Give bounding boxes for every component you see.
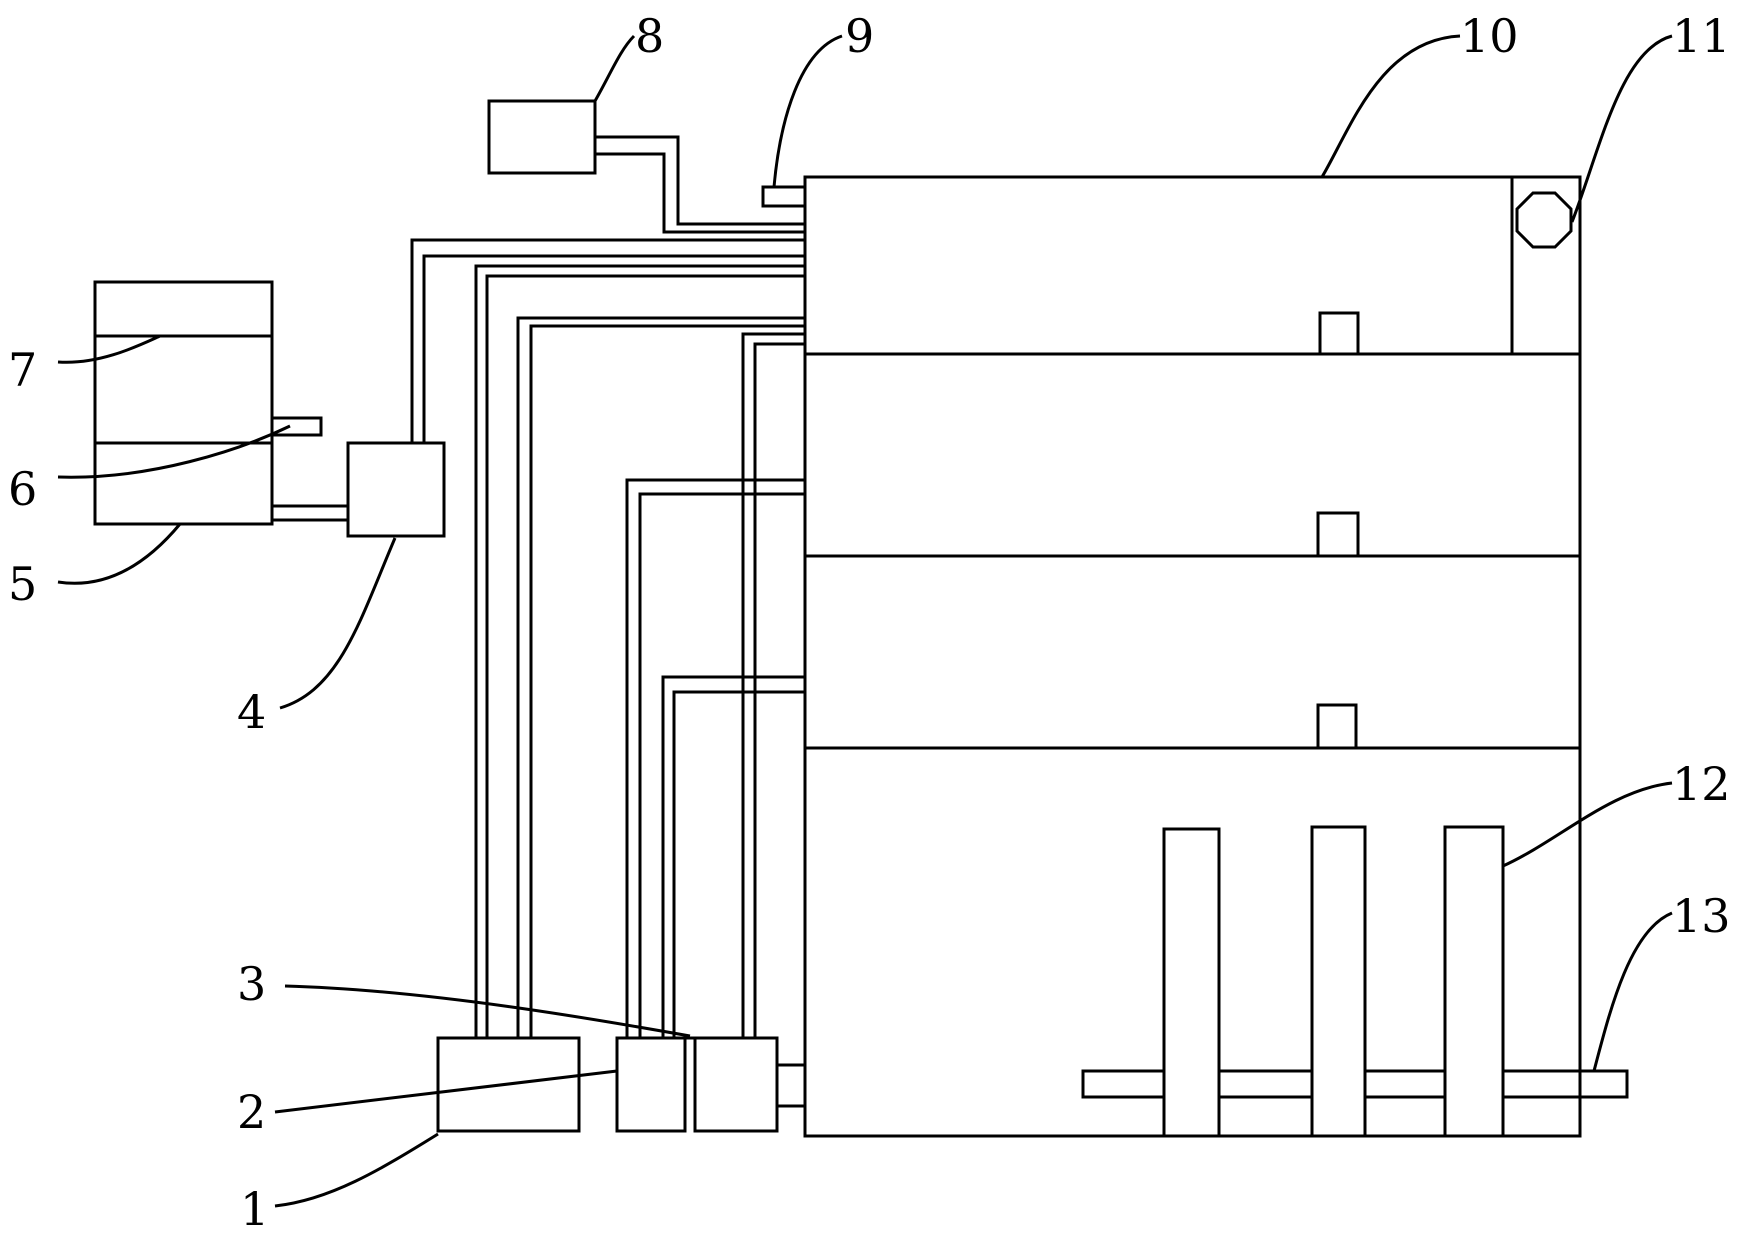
leader-2 (274, 1069, 618, 1114)
container-box (93, 280, 274, 526)
label-2: 2 (237, 1085, 266, 1139)
container-tab-6 (270, 416, 323, 437)
pipe-2-c (661, 675, 805, 1038)
leader-6 (57, 424, 291, 479)
leader-10 (1320, 34, 1461, 178)
pipe-2-a (625, 478, 805, 1038)
label-7: 7 (8, 343, 37, 397)
label-13: 13 (1672, 889, 1731, 943)
box-4 (346, 441, 446, 538)
box-1 (436, 1036, 581, 1133)
leader-1 (274, 1132, 439, 1208)
label-11: 11 (1672, 9, 1731, 63)
component-9 (761, 185, 807, 208)
pipe-3-b (753, 342, 805, 1038)
leader-8 (593, 34, 636, 102)
label-5: 5 (8, 557, 37, 611)
pipe-4-b (422, 254, 805, 443)
leader-11 (1570, 34, 1673, 223)
pipe-1-c (516, 316, 805, 1038)
label-3: 3 (237, 957, 266, 1011)
pipe-2-b (638, 492, 805, 1038)
label-6: 6 (8, 462, 37, 516)
pipe-1-a (474, 264, 805, 1038)
box-8 (487, 99, 597, 175)
box-3 (693, 1036, 779, 1133)
shelf-block-1 (1318, 311, 1360, 356)
pipe-3-a (741, 332, 805, 1038)
upright-3 (1443, 825, 1505, 1138)
label-8: 8 (635, 9, 664, 63)
shelf-block-2 (1316, 511, 1360, 558)
box-2 (615, 1036, 687, 1133)
label-9: 9 (845, 9, 874, 63)
leader-12 (1502, 781, 1673, 868)
label-1: 1 (240, 1182, 269, 1233)
leader-4 (279, 537, 397, 710)
upright-2 (1310, 825, 1367, 1138)
pipe-1-b (485, 274, 805, 1038)
pipe-1-d (529, 324, 805, 1038)
label-12: 12 (1672, 757, 1731, 811)
label-10: 10 (1460, 9, 1519, 63)
upright-1 (1162, 827, 1221, 1138)
leader-13 (1592, 911, 1673, 1072)
shelf-block-3 (1316, 703, 1358, 750)
label-4: 4 (237, 685, 266, 739)
leader-7 (57, 334, 161, 364)
round-component (1515, 191, 1573, 249)
leader-5 (57, 523, 182, 585)
leader-9 (772, 34, 843, 188)
leader-3 (284, 984, 691, 1038)
pipe-8-b (595, 152, 805, 234)
pipe-8-a (595, 135, 805, 226)
pipe-2-d (672, 690, 805, 1038)
pipe-4-a (410, 238, 805, 443)
